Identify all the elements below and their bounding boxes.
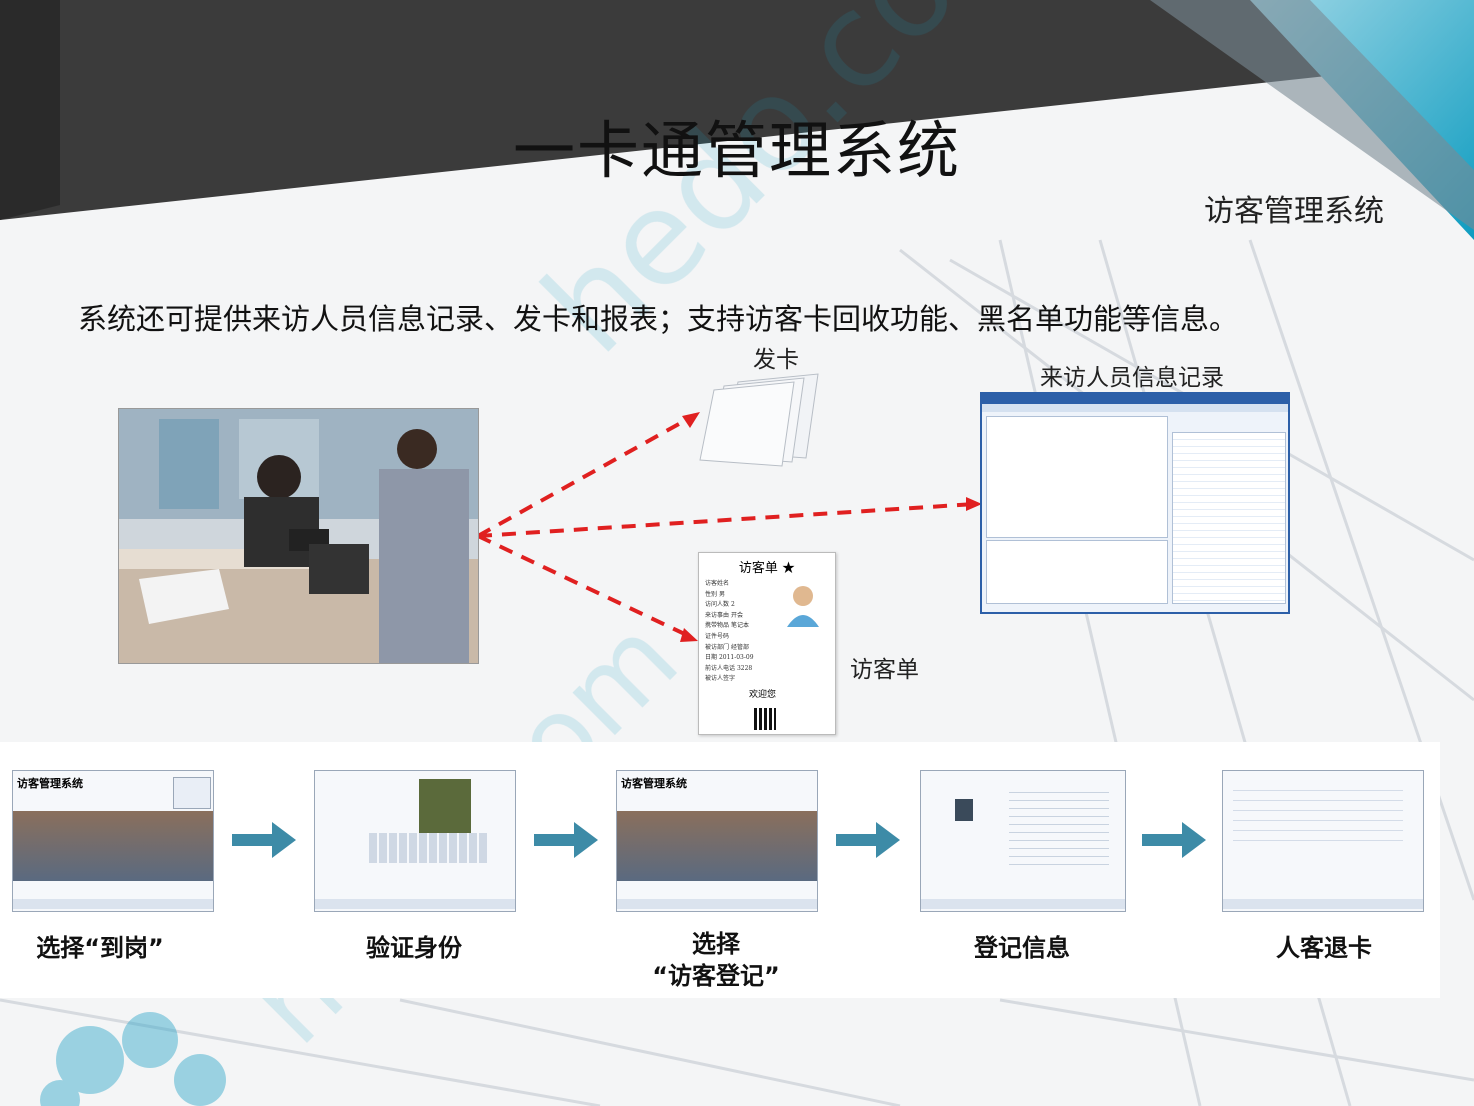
step-screen-1: 访客管理系统	[12, 770, 214, 912]
form-row: 日期 2011-03-09	[705, 654, 754, 662]
visitor-info-panel	[986, 416, 1168, 538]
slide-title: 一卡通管理系统	[512, 114, 961, 187]
record-label: 来访人员信息记录	[1040, 365, 1224, 391]
form-row: 访客姓名	[705, 580, 730, 587]
form-row: 性别 男	[705, 590, 725, 598]
form-row: 前访人电话 3228	[705, 664, 753, 672]
visitor-list-table	[1172, 432, 1286, 604]
form-row: 证件号码	[705, 632, 730, 640]
step-label-register-select: 选择 “访客登记”	[652, 930, 780, 990]
form-row: 携带物品 笔记本	[705, 622, 749, 630]
step-label-verify: 验证身份	[366, 934, 462, 962]
card-panel	[986, 540, 1168, 604]
visitor-form: 访客单 ★ 访客姓名 性别 男 访问人数 2 来访事由 开会 携带物品 笔记本 …	[698, 552, 836, 735]
step-screen-4	[920, 770, 1126, 912]
slide-subtitle: 访客管理系统	[1204, 194, 1384, 229]
issued-cards	[699, 373, 819, 467]
form-row: 访问人数 2	[705, 601, 735, 609]
flow-arrow-icon	[1142, 822, 1206, 858]
window-titlebar	[982, 394, 1288, 404]
step-label-arrive: 选择“到岗”	[36, 934, 164, 962]
form-row: 来访事由 开会	[705, 611, 743, 619]
step-label-record: 登记信息	[974, 934, 1070, 962]
flow-arrow-icon	[534, 822, 598, 858]
step-screen-2	[314, 770, 516, 912]
visitor-portrait-icon	[787, 586, 819, 627]
qr-code-icon	[754, 708, 776, 730]
visitor-record-window	[980, 392, 1290, 614]
form-heading: 访客单 ★	[738, 561, 796, 576]
form-rows: 访客姓名 性别 男 访问人数 2 来访事由 开会 携带物品 笔记本 证件号码 被…	[705, 579, 783, 685]
flow-arrow-icon	[836, 822, 900, 858]
form-row: 被访部门 经管部	[705, 643, 749, 651]
flow-arrow-icon	[232, 822, 296, 858]
reception-photo	[118, 408, 479, 664]
step-screen-5	[1222, 770, 1424, 912]
slide-description: 系统还可提供来访人员信息记录、发卡和报表；支持访客卡回收功能、黑名单功能等信息。	[78, 302, 1239, 336]
form-row: 被访人签字	[705, 675, 736, 683]
form-welcome: 欢迎您	[749, 690, 777, 700]
header-dark-band	[0, 0, 1474, 220]
step-label-return-card: 人客退卡	[1276, 934, 1372, 962]
card-label: 发卡	[753, 347, 799, 373]
connector-arrows	[477, 413, 976, 640]
step-screen-3: 访客管理系统	[616, 770, 818, 912]
form-label: 访客单	[850, 657, 919, 683]
